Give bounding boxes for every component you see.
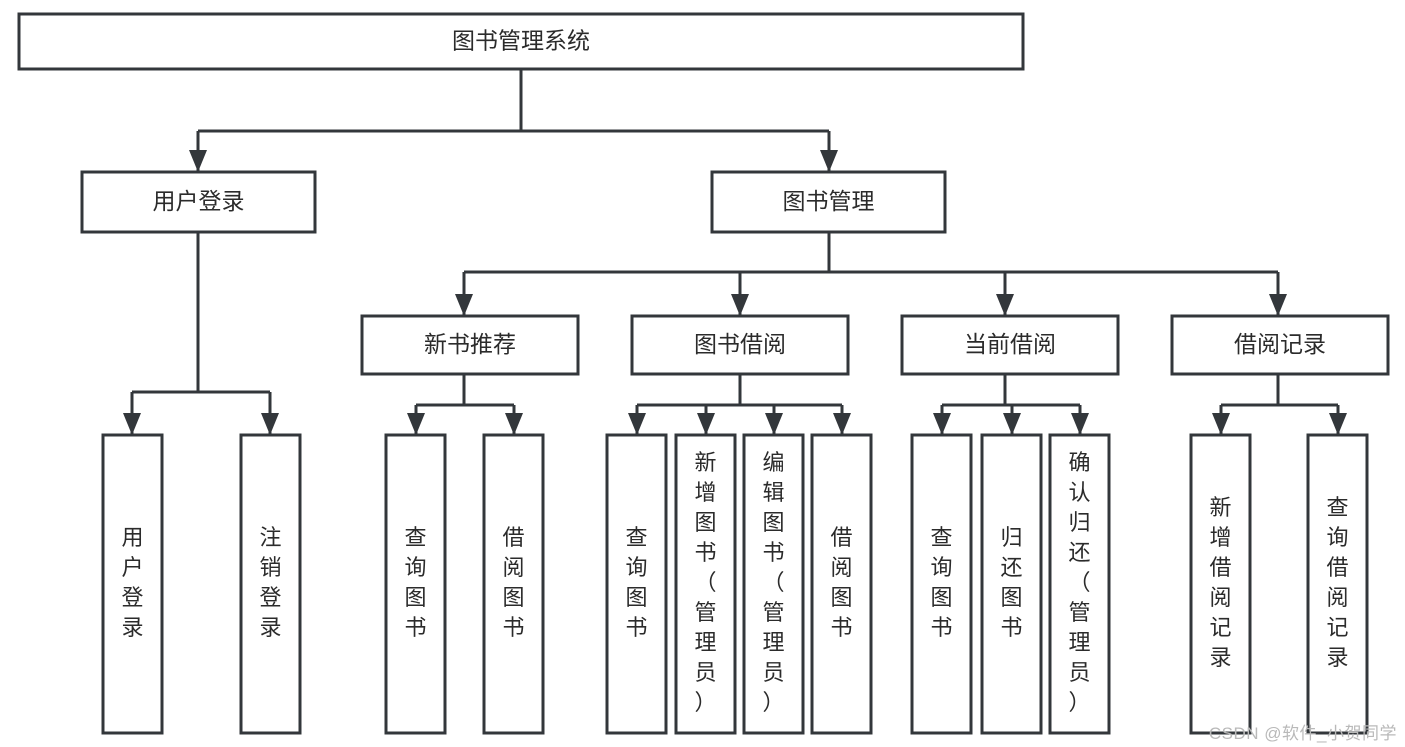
node-label: 查询图书	[625, 525, 647, 640]
node-label: 新书推荐	[424, 331, 516, 357]
node-leaf-add-record[interactable]: 新增借阅记录	[1189, 433, 1252, 735]
arrow-head-icon	[261, 413, 279, 435]
node-leaf-logout[interactable]: 注销登录	[239, 433, 302, 735]
node-box[interactable]	[810, 433, 873, 735]
node-label: 查询图书	[404, 525, 426, 640]
node-book-management[interactable]: 图书管理	[710, 170, 947, 234]
node-box[interactable]	[101, 433, 164, 735]
node-label: 借阅图书	[830, 525, 852, 640]
node-box[interactable]	[384, 433, 447, 735]
node-box[interactable]	[360, 314, 580, 376]
node-label: 注销登录	[259, 525, 281, 640]
arrow-head-icon	[833, 413, 851, 435]
arrow-head-icon	[731, 294, 749, 316]
edges-layer	[123, 69, 1347, 435]
node-box[interactable]	[710, 170, 947, 234]
node-box[interactable]	[1306, 433, 1369, 735]
node-box[interactable]	[482, 433, 545, 735]
connector-bus-borrow-record	[1212, 374, 1347, 435]
arrow-head-icon	[1212, 413, 1230, 435]
node-leaf-return-book[interactable]: 归还图书	[980, 433, 1043, 735]
node-box[interactable]	[605, 433, 668, 735]
node-leaf-query-book-2[interactable]: 查询图书	[605, 433, 668, 735]
arrow-head-icon	[1329, 413, 1347, 435]
node-label: 图书管理系统	[452, 28, 590, 54]
arrow-head-icon	[123, 413, 141, 435]
node-label: 用户登录	[121, 525, 143, 640]
node-label: 查询图书	[930, 525, 952, 640]
node-box[interactable]	[630, 314, 850, 376]
node-box[interactable]	[742, 433, 805, 735]
node-label: 当前借阅	[964, 331, 1056, 357]
node-label: 确认归还（管理员）	[1068, 450, 1090, 715]
node-box[interactable]	[674, 433, 737, 735]
node-leaf-user-login[interactable]: 用户登录	[101, 433, 164, 735]
node-leaf-borrow-book-2[interactable]: 借阅图书	[810, 433, 873, 735]
nodes-layer: 图书管理系统用户登录图书管理新书推荐图书借阅当前借阅借阅记录用户登录注销登录查询…	[17, 12, 1390, 735]
node-box[interactable]	[910, 433, 973, 735]
node-label: 用户登录	[153, 188, 245, 214]
connector-bus-root	[189, 69, 838, 172]
arrow-head-icon	[697, 413, 715, 435]
node-box[interactable]	[980, 433, 1043, 735]
node-leaf-confirm-return[interactable]: 确认归还（管理员）	[1048, 433, 1111, 735]
node-leaf-borrow-book-1[interactable]: 借阅图书	[482, 433, 545, 735]
node-box[interactable]	[1170, 314, 1390, 376]
node-borrow-record[interactable]: 借阅记录	[1170, 314, 1390, 376]
node-label: 新增图书（管理员）	[694, 450, 716, 715]
node-label: 归还图书	[1000, 525, 1022, 640]
node-box[interactable]	[900, 314, 1120, 376]
arrow-head-icon	[1269, 294, 1287, 316]
node-current-borrow[interactable]: 当前借阅	[900, 314, 1120, 376]
connector-bus-book-borrow	[628, 374, 851, 435]
arrow-head-icon	[1003, 413, 1021, 435]
node-box[interactable]	[1189, 433, 1252, 735]
node-label: 图书管理	[783, 188, 875, 214]
node-box[interactable]	[239, 433, 302, 735]
connector-bus-book-management	[455, 232, 1287, 316]
arrow-head-icon	[933, 413, 951, 435]
node-box[interactable]	[17, 12, 1025, 71]
node-box[interactable]	[1048, 433, 1111, 735]
connector-bus-user-login	[123, 232, 279, 435]
arrow-head-icon	[407, 413, 425, 435]
arrow-head-icon	[996, 294, 1014, 316]
arrow-head-icon	[628, 413, 646, 435]
arrow-head-icon	[1071, 413, 1089, 435]
node-leaf-add-book[interactable]: 新增图书（管理员）	[674, 433, 737, 735]
node-label: 图书借阅	[694, 331, 786, 357]
node-leaf-query-record[interactable]: 查询借阅记录	[1306, 433, 1369, 735]
node-user-login[interactable]: 用户登录	[80, 170, 317, 234]
node-label: 借阅记录	[1234, 331, 1326, 357]
arrow-head-icon	[189, 150, 207, 172]
arrow-head-icon	[765, 413, 783, 435]
connector-bus-new-book-recommend	[407, 374, 523, 435]
node-leaf-edit-book[interactable]: 编辑图书（管理员）	[742, 433, 805, 735]
node-label: 借阅图书	[502, 525, 524, 640]
node-label: 新增借阅记录	[1209, 495, 1231, 670]
arrow-head-icon	[505, 413, 523, 435]
node-label: 编辑图书（管理员）	[762, 450, 784, 715]
node-box[interactable]	[80, 170, 317, 234]
node-leaf-query-book-3[interactable]: 查询图书	[910, 433, 973, 735]
arrow-head-icon	[820, 150, 838, 172]
node-new-book-recommend[interactable]: 新书推荐	[360, 314, 580, 376]
arrow-head-icon	[455, 294, 473, 316]
node-book-borrow[interactable]: 图书借阅	[630, 314, 850, 376]
node-label: 查询借阅记录	[1326, 495, 1348, 670]
connector-bus-current-borrow	[933, 374, 1089, 435]
node-root[interactable]: 图书管理系统	[17, 12, 1025, 71]
node-leaf-query-book-1[interactable]: 查询图书	[384, 433, 447, 735]
